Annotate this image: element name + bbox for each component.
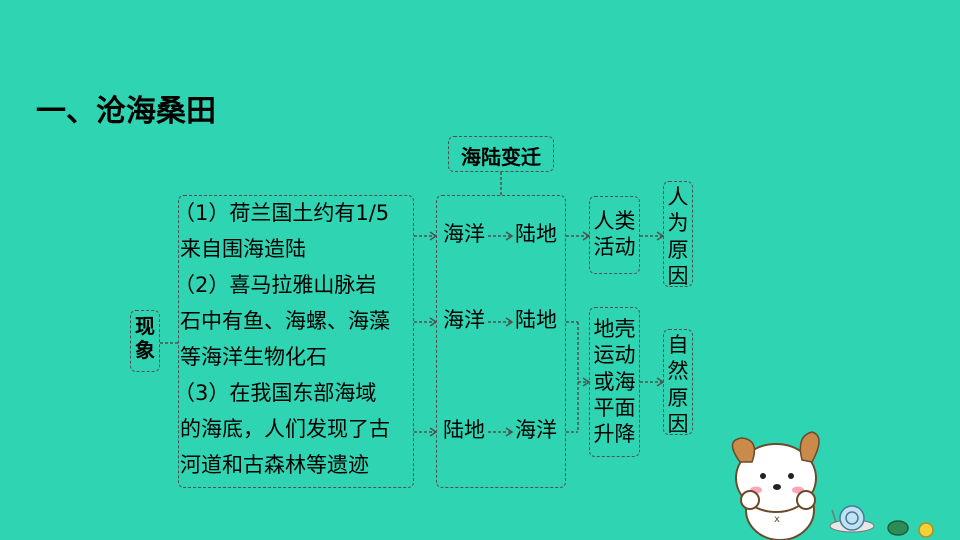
page-title: 一、沧海桑田 (36, 94, 216, 129)
natural-cause-label: 地壳运动或海平面升降 (593, 317, 636, 446)
phenomenon-line-7: 的海底，人们发现了古 (180, 417, 390, 441)
natural-cause-box (589, 307, 640, 457)
change-2-from: 海洋 (443, 308, 485, 332)
phenomenon-line-5: 等海洋生物化石 (180, 345, 327, 369)
top-node-box (448, 136, 554, 172)
change-3-to: 海洋 (515, 418, 557, 442)
human-reason-label: 人为原因 (667, 185, 689, 288)
leaf-decoration (887, 520, 934, 538)
phenomenon-line-6: （3）在我国东部海域 (174, 381, 377, 405)
top-node-label: 海陆变迁 (461, 145, 541, 169)
phenomenon-line-3: （2）喜马拉雅山脉岩 (174, 273, 377, 297)
change-1-to: 陆地 (515, 222, 557, 246)
phenomenon-line-8: 河道和古森林等遗迹 (180, 453, 369, 477)
snail-illustration (829, 505, 875, 533)
phenomenon-line-1: （1）荷兰国土约有1/5 (174, 201, 390, 225)
human-cause-label: 人类活动 (593, 209, 636, 260)
change-3-from: 陆地 (443, 418, 485, 442)
change-1-from: 海洋 (443, 222, 485, 246)
puppy-illustration: x (731, 431, 820, 540)
svg-text:x: x (774, 514, 780, 525)
natural-reason-box (663, 329, 693, 435)
phenomena-box (178, 195, 414, 488)
change-2-to: 陆地 (515, 308, 557, 332)
human-cause-box (589, 196, 640, 274)
left-node-box (130, 310, 160, 372)
changes-box (436, 195, 566, 488)
phenomenon-line-4: 石中有鱼、海螺、海藻 (180, 309, 390, 333)
human-reason-box (663, 181, 693, 287)
left-node-label: 现象 (135, 314, 155, 362)
natural-reason-label: 自然原因 (667, 333, 689, 436)
phenomenon-line-2: 来自围海造陆 (180, 237, 306, 261)
